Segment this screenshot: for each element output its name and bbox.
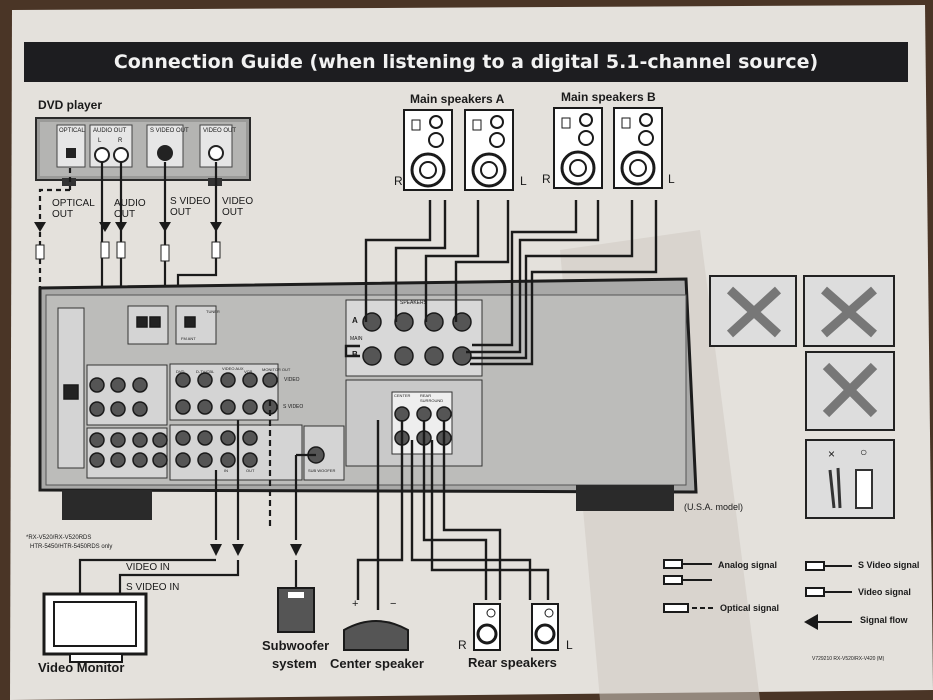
jack-video-label: VIDEO OUT bbox=[203, 128, 237, 134]
jack-l-label: L bbox=[98, 138, 102, 144]
wire-mark-o: ○ bbox=[860, 445, 868, 459]
speakers-label: SPEAKERS bbox=[400, 300, 427, 306]
video-monitor-label: Video Monitor bbox=[38, 660, 125, 675]
legend-svideo: S Video signal bbox=[858, 560, 920, 570]
footnote-models: *RX-V520/RX-V520RDS bbox=[26, 535, 92, 541]
main-speakers bbox=[403, 107, 663, 191]
center-speaker bbox=[343, 620, 409, 651]
flow-arrow bbox=[804, 614, 818, 630]
input-dvd-label: DVD bbox=[176, 369, 185, 374]
speaker-a-r: R bbox=[394, 174, 403, 188]
input-out-label: OUT bbox=[246, 468, 255, 473]
page-title: Connection Guide (when listening to a di… bbox=[24, 42, 908, 82]
caution-panels bbox=[709, 275, 895, 519]
output-cables bbox=[78, 400, 316, 596]
speaker-b-r: R bbox=[542, 172, 551, 186]
rear-speakers bbox=[473, 603, 559, 651]
video-monitor bbox=[42, 592, 148, 663]
row-b-label: B bbox=[352, 350, 358, 359]
legend-flow: Signal flow bbox=[860, 615, 908, 625]
jack-svideo-label: S VIDEO OUT bbox=[150, 128, 189, 134]
rear-r: R bbox=[458, 638, 467, 652]
main-label: MAIN bbox=[350, 336, 363, 342]
subwoofer bbox=[277, 587, 315, 633]
optical-out-label: OPTICAL OUT bbox=[52, 198, 95, 220]
subwoofer-label-1: Subwoofer bbox=[262, 638, 330, 653]
input-dtv-label: D-TV/CBL bbox=[196, 369, 215, 374]
output-arrows bbox=[210, 544, 302, 556]
legend-video: Video signal bbox=[858, 587, 911, 597]
video-in-label: VIDEO IN bbox=[126, 562, 170, 573]
video-out-label: VIDEO OUT bbox=[222, 196, 254, 218]
rear-l: L bbox=[566, 638, 573, 652]
usa-model-note: (U.S.A. model) bbox=[684, 502, 744, 512]
fm-ant-label: FM ANT bbox=[181, 336, 196, 341]
dvd-title: DVD player bbox=[38, 98, 103, 112]
video-jack-label: VIDEO bbox=[284, 377, 300, 383]
legend-optical: Optical signal bbox=[720, 603, 780, 613]
subwoofer-label-2: system bbox=[272, 656, 317, 671]
row-a-label: A bbox=[352, 316, 358, 325]
rear-surround-label: REAR SURROUND bbox=[420, 393, 444, 403]
jack-r-label: R bbox=[118, 138, 123, 144]
center-minus: − bbox=[390, 598, 397, 610]
arrows bbox=[34, 222, 222, 232]
sub-woofer-out-label: SUB WOOFER bbox=[308, 468, 336, 473]
jack-optical-label: OPTICAL bbox=[59, 128, 85, 134]
monitor-out-label: MONITOR OUT bbox=[262, 367, 291, 372]
rear-speakers-title: Rear speakers bbox=[468, 655, 557, 670]
receiver-jacks bbox=[63, 312, 472, 468]
svideo-out-label: S VIDEO OUT bbox=[170, 196, 211, 218]
center-plus: + bbox=[352, 598, 359, 610]
jack-audio-label: AUDIO OUT bbox=[93, 128, 127, 134]
center-speaker-label: Center speaker bbox=[330, 656, 424, 671]
legend-glyphs bbox=[663, 559, 852, 623]
footnote-models-2: HTR-5450/HTR-5450RDS only bbox=[30, 544, 113, 550]
main-speakers-b-title: Main speakers B bbox=[561, 90, 656, 104]
tuner-label: TUNER bbox=[206, 309, 220, 314]
speaker-a-l: L bbox=[520, 174, 527, 188]
wire-mark-x: × bbox=[828, 447, 836, 461]
svideo-jack-label: S VIDEO bbox=[283, 404, 304, 410]
speaker-cables bbox=[344, 200, 658, 610]
speaker-b-l: L bbox=[668, 172, 675, 186]
input-in-label: IN bbox=[224, 468, 228, 473]
legend-analog: Analog signal bbox=[718, 560, 778, 570]
center-jack-label: CENTER bbox=[394, 393, 411, 398]
document-code: V729210 RX-V520/RX-V420 (M) bbox=[812, 656, 885, 662]
input-vaux-label: VIDEO AUX bbox=[222, 366, 244, 371]
audio-out-label: AUDIO OUT bbox=[114, 198, 146, 220]
svideo-in-label: S VIDEO IN bbox=[126, 582, 180, 593]
plugs bbox=[35, 241, 221, 262]
main-speakers-a-title: Main speakers A bbox=[410, 92, 505, 106]
input-vcr-label: VCR bbox=[244, 369, 253, 374]
